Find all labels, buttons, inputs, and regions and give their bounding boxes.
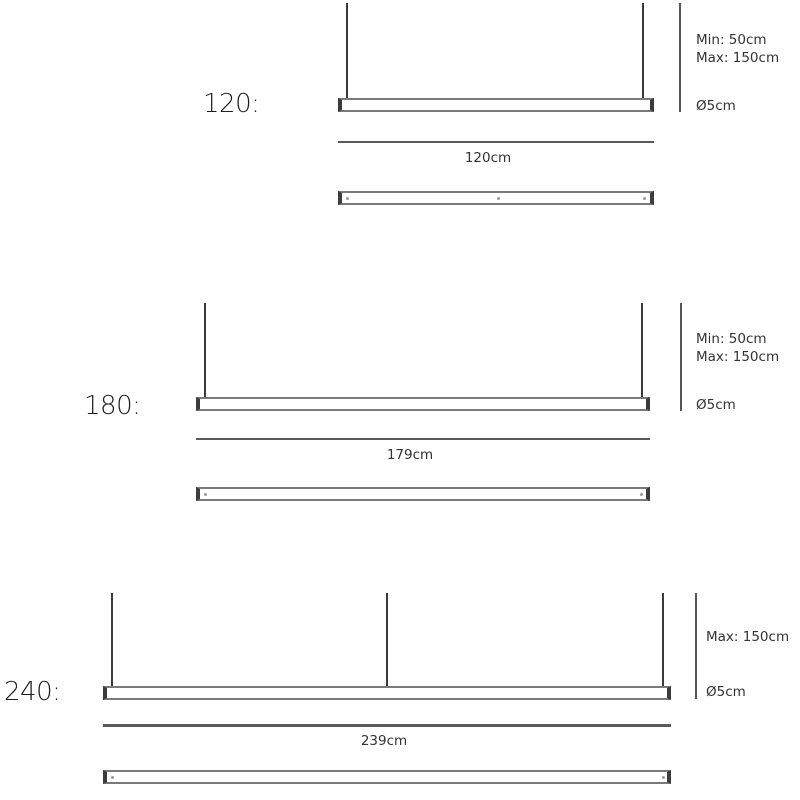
suspension-min-note: Min: 50cm <box>696 331 767 347</box>
lamp-bottom-view <box>196 487 650 501</box>
suspension-wire-left <box>111 593 113 687</box>
mount-point-dot <box>111 776 114 779</box>
lamp-bottom-view <box>103 770 671 784</box>
mount-point-dot <box>204 493 207 496</box>
mount-point-dot <box>662 776 665 779</box>
suspension-max-note: Max: 150cm <box>696 349 780 365</box>
length-dimension-line <box>338 141 654 143</box>
length-dimension-line <box>103 724 671 727</box>
lamp-side-view <box>338 98 654 112</box>
diameter-note: Ø5cm <box>696 98 736 114</box>
model-120-group: 120: 120cm Min: 50cm Max: 150cm Ø5cm <box>0 0 800 230</box>
model-180-group: 180: 179cm Min: 50cm Max: 150cm Ø5cm <box>0 290 800 520</box>
suspension-max-note: Max: 150cm <box>696 50 780 66</box>
model-240-group: 240: 239cm Max: 150cm Ø5cm <box>0 580 800 800</box>
mount-point-dot <box>346 197 349 200</box>
suspension-wire-center <box>386 593 388 687</box>
length-dimension-label: 239cm <box>360 733 408 749</box>
suspension-height-line <box>680 303 682 411</box>
suspension-wire-right <box>642 3 644 98</box>
suspension-height-line <box>679 3 681 112</box>
mount-point-dot <box>643 197 646 200</box>
lamp-side-view <box>196 397 650 411</box>
length-dimension-label: 120cm <box>464 150 512 166</box>
model-label-180: 180: <box>84 391 141 421</box>
model-label-120: 120: <box>203 89 260 119</box>
model-label-240: 240: <box>4 677 61 707</box>
diameter-note: Ø5cm <box>696 397 736 413</box>
suspension-height-line <box>695 593 697 699</box>
suspension-wire-left <box>346 3 348 98</box>
length-dimension-label: 179cm <box>386 447 434 463</box>
mount-point-dot <box>497 197 500 200</box>
suspension-wire-left <box>204 303 206 398</box>
suspension-min-note: Min: 50cm <box>696 32 767 48</box>
lamp-bottom-view <box>338 191 654 205</box>
lamp-side-view <box>103 686 671 700</box>
diameter-note: Ø5cm <box>706 684 746 700</box>
mount-point-dot <box>640 493 643 496</box>
length-dimension-line <box>196 438 650 440</box>
suspension-wire-right <box>662 593 664 687</box>
suspension-wire-right <box>641 303 643 398</box>
suspension-max-note: Max: 150cm <box>706 629 790 645</box>
